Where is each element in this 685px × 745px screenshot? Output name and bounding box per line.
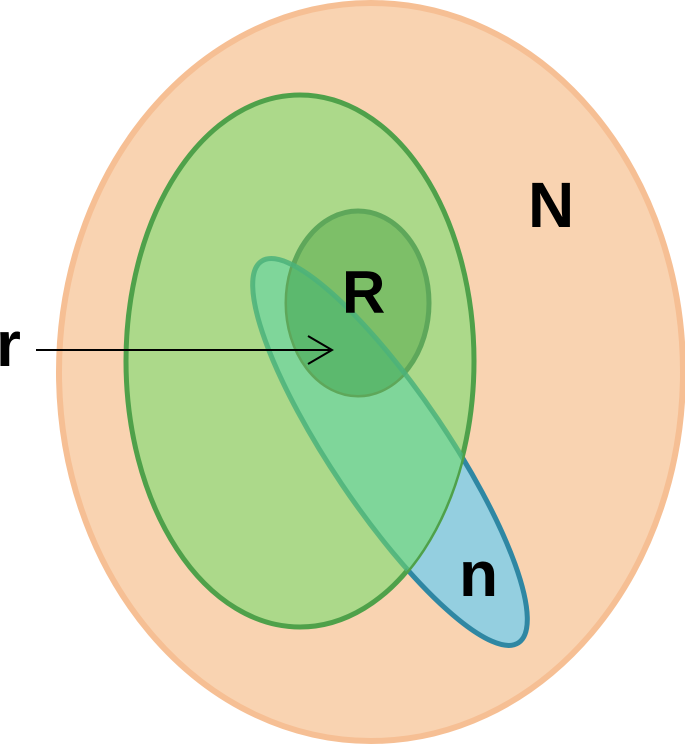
set-n-outline-inner bbox=[250, 256, 474, 627]
label-n: n bbox=[459, 538, 498, 610]
arrow-r-head bbox=[307, 335, 334, 365]
label-r: r bbox=[0, 308, 21, 380]
label-R: R bbox=[342, 259, 385, 326]
label-N: N bbox=[528, 169, 574, 241]
